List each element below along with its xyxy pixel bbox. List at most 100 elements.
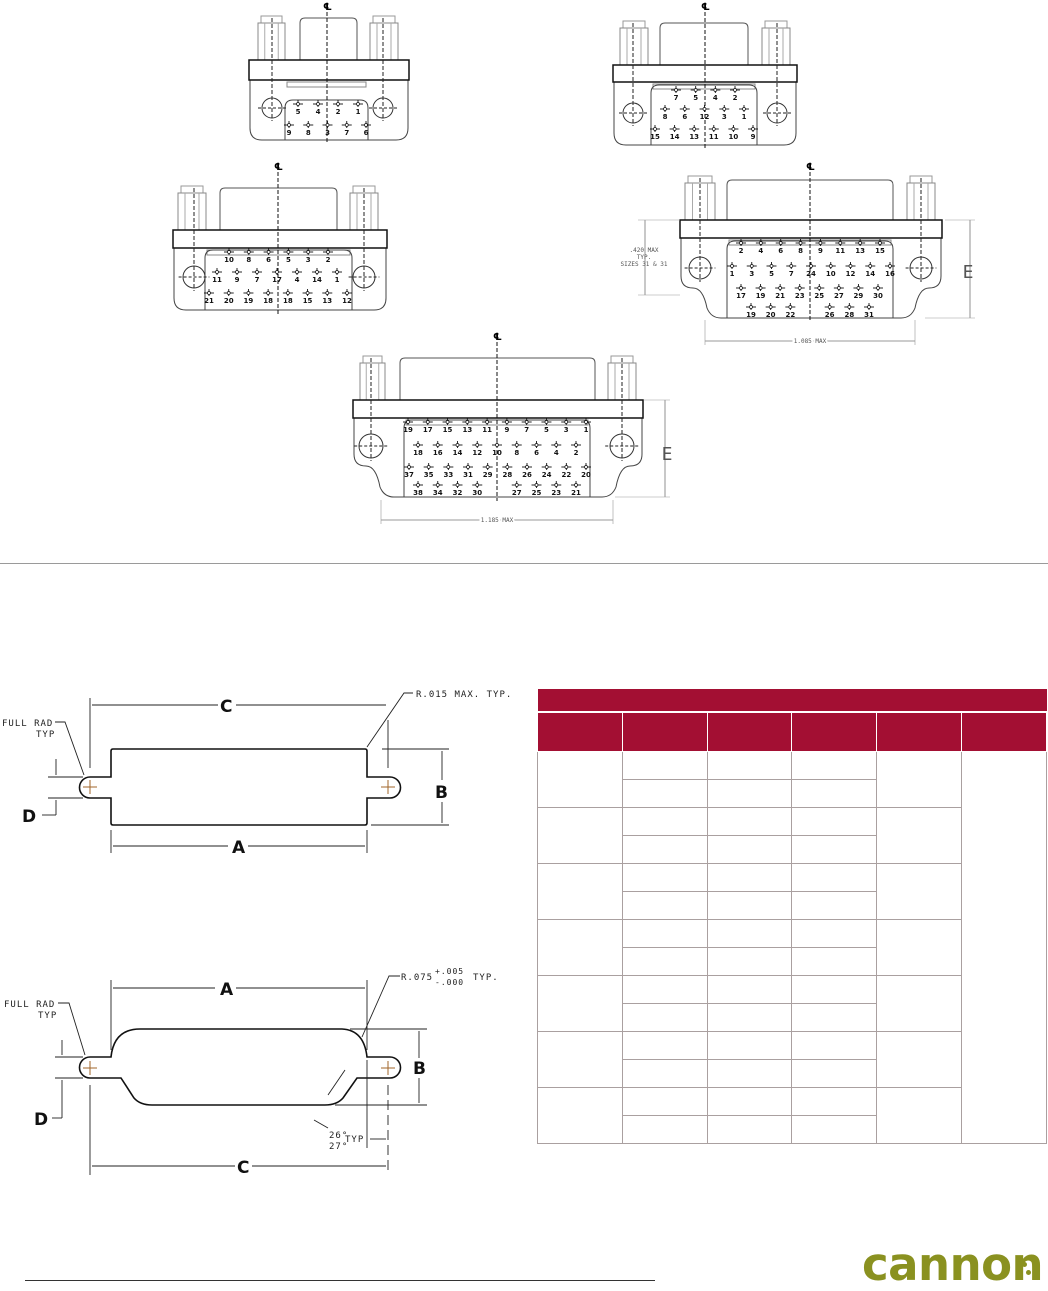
pin-mark — [286, 291, 290, 295]
contact-pin: 20 — [581, 463, 591, 479]
pin-number: 6 — [778, 247, 783, 255]
pin-mark — [554, 443, 559, 447]
pin-number: 17 — [423, 426, 433, 434]
typ-note: TYP — [38, 1011, 57, 1021]
pin-number: 29 — [854, 292, 864, 300]
pin-mark — [878, 241, 882, 245]
pin-mark — [306, 250, 311, 254]
contact-pin: 17 — [422, 418, 433, 434]
pin-number: 20 — [224, 297, 234, 305]
pin-mark — [227, 250, 231, 254]
pin-number: 5 — [286, 256, 291, 264]
table-cell — [876, 807, 963, 864]
pin-number: 1 — [584, 426, 589, 434]
contact-pin: 19 — [243, 289, 254, 305]
table-cell — [706, 947, 793, 976]
pin-mark — [564, 465, 569, 469]
height-note: SIZES 31 & 31 — [621, 261, 668, 268]
pin-mark — [847, 305, 852, 309]
pin-mark — [306, 123, 311, 127]
pin-mark — [544, 420, 549, 424]
pin-number: 18 — [283, 297, 293, 305]
table-cell — [706, 891, 793, 920]
pin-mark — [731, 127, 736, 131]
contact-pin: 6 — [361, 121, 371, 137]
table-cell — [706, 835, 793, 864]
contact-pin: 5 — [541, 418, 552, 434]
contact-pin: 10 — [492, 441, 502, 457]
pin-number: 24 — [542, 471, 552, 479]
pin-mark — [693, 88, 698, 92]
pin-number: 15 — [875, 247, 885, 255]
pin-number: 9 — [818, 247, 823, 255]
table-cell — [706, 1031, 793, 1060]
table-cell — [621, 807, 708, 836]
pin-mark — [255, 270, 259, 274]
jackpost-cap — [372, 15, 396, 24]
pin-number: 3 — [325, 129, 330, 137]
pin-mark — [837, 286, 841, 290]
dim-a-label: A — [232, 838, 246, 858]
pin-number: 12 — [700, 113, 710, 121]
contact-pin: 32 — [452, 481, 463, 497]
pin-number: 21 — [775, 292, 785, 300]
pin-number: 31 — [463, 471, 473, 479]
table-cell — [791, 863, 878, 892]
jackpost-cap — [362, 355, 383, 364]
contact-pin: 3 — [561, 418, 572, 434]
pin-number: 32 — [453, 489, 463, 497]
contact-pin: 28 — [502, 463, 513, 479]
pin-mark — [364, 123, 368, 127]
section-divider — [0, 563, 1048, 564]
pin-mark — [426, 465, 431, 469]
pin-mark — [475, 483, 480, 487]
table-row — [537, 807, 1047, 864]
table-cell — [621, 891, 708, 920]
pin-mark — [838, 241, 843, 245]
pin-mark — [524, 420, 529, 424]
contact-pin: 6 — [263, 248, 274, 264]
pin-mark — [406, 420, 410, 424]
pin-mark — [226, 291, 231, 295]
pin-number: 26 — [825, 311, 835, 319]
pin-mark — [778, 241, 783, 245]
radius-typ-note: TYP. — [473, 973, 499, 983]
contact-pin: 12 — [699, 105, 710, 121]
contact-pin: 23 — [551, 481, 562, 497]
pin-mark — [730, 264, 734, 268]
pin-mark — [653, 127, 657, 131]
pin-number: 2 — [739, 247, 744, 255]
contact-pin: 33 — [443, 463, 454, 479]
pin-number: 18 — [413, 449, 423, 457]
pin-mark — [435, 483, 440, 487]
contact-pin: 11 — [482, 418, 493, 434]
typ-note: TYP — [36, 730, 55, 740]
pin-number: 23 — [795, 292, 805, 300]
pin-number: 12 — [846, 270, 856, 278]
contact-pin: 28 — [844, 303, 855, 319]
pin-number: 14 — [670, 133, 680, 141]
contact-pin: 6 — [679, 105, 690, 121]
pin-mark — [275, 270, 279, 274]
table-cell — [791, 1031, 878, 1060]
table-row — [538, 1115, 1047, 1144]
tolerance-plus: +.005 — [435, 967, 464, 976]
pin-number: 3 — [564, 426, 569, 434]
table-cell — [876, 751, 963, 808]
table-cell — [876, 919, 963, 976]
contact-pin: 26 — [824, 303, 835, 319]
pin-mark — [326, 250, 330, 254]
table-cell — [537, 919, 623, 976]
table-cell — [621, 1031, 708, 1060]
dim-a-label: A — [220, 980, 234, 1000]
contact-pin: 9 — [232, 268, 242, 284]
pin-number: 7 — [344, 129, 349, 137]
pin-mark — [344, 123, 349, 127]
contact-pin: 9 — [501, 418, 512, 434]
pin-number: 19 — [746, 311, 756, 319]
pin-number: 13 — [855, 247, 865, 255]
contact-pin: 3 — [719, 105, 730, 121]
